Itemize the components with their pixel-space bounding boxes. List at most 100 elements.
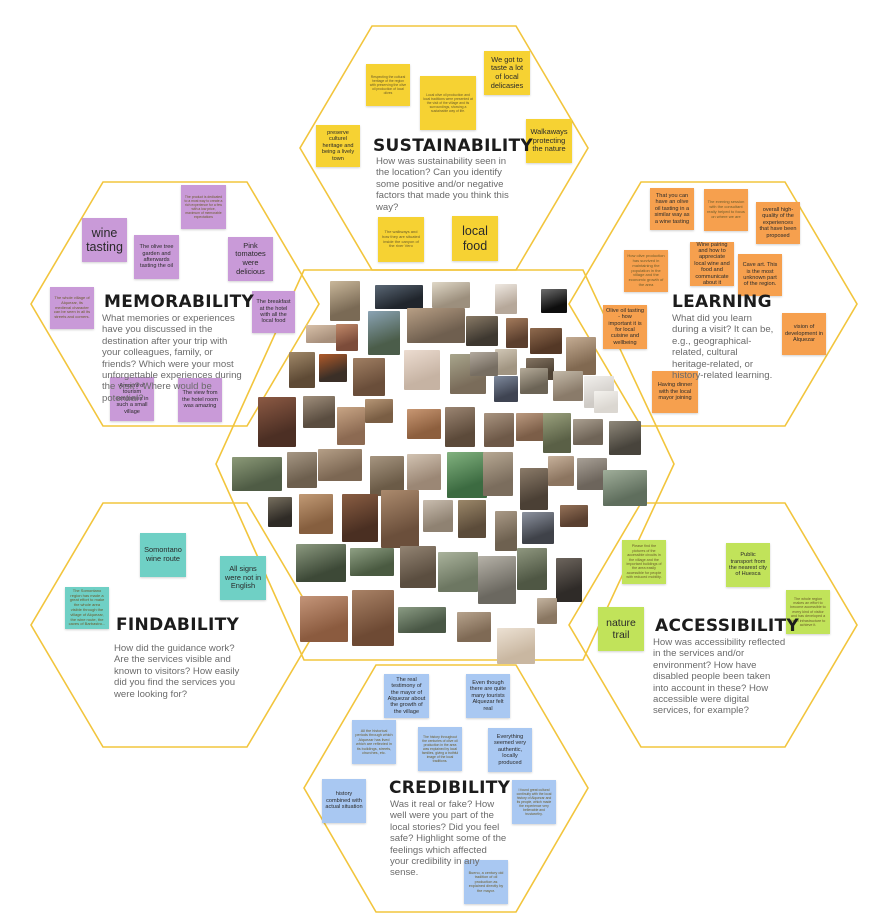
sticky-note[interactable]: The Somontano region has made a great ef… <box>65 587 109 629</box>
photo-thumbnail[interactable] <box>438 552 478 592</box>
sticky-note[interactable]: The whole village of Alquezar, its medie… <box>50 287 94 329</box>
photo-thumbnail[interactable] <box>495 284 517 314</box>
photo-thumbnail[interactable] <box>516 413 544 441</box>
photo-thumbnail[interactable] <box>319 354 347 382</box>
sticky-note[interactable]: preserve culturel heritage and being a l… <box>316 125 360 167</box>
photo-thumbnail[interactable] <box>520 468 548 510</box>
sticky-note[interactable]: The evening session with the consultant … <box>704 189 748 231</box>
sticky-note[interactable]: The walkways and how they are situated i… <box>378 217 424 262</box>
photo-thumbnail[interactable] <box>520 368 548 394</box>
photo-thumbnail[interactable] <box>337 407 365 445</box>
sticky-note[interactable]: Somontano wine route <box>140 533 186 577</box>
photo-thumbnail[interactable] <box>432 282 470 308</box>
photo-thumbnail[interactable] <box>350 548 394 576</box>
photo-thumbnail[interactable] <box>407 308 465 343</box>
photo-thumbnail[interactable] <box>495 349 517 375</box>
photo-thumbnail[interactable] <box>497 628 535 664</box>
sticky-note[interactable]: nature trail <box>598 607 644 651</box>
sticky-note[interactable]: The breakfast at the hotel with all the … <box>252 291 295 333</box>
photo-thumbnail[interactable] <box>423 500 453 532</box>
sticky-note[interactable]: wine tasting <box>82 218 127 262</box>
sticky-note[interactable]: That you can have an olive oil tasting i… <box>650 188 694 230</box>
photo-thumbnail[interactable] <box>365 399 393 423</box>
photo-thumbnail[interactable] <box>330 281 360 321</box>
photo-thumbnail[interactable] <box>232 457 282 491</box>
sticky-note[interactable]: The real testimony of the mayor of Alque… <box>384 674 429 718</box>
photo-thumbnail[interactable] <box>400 546 436 588</box>
photo-thumbnail[interactable] <box>445 407 475 447</box>
sticky-note[interactable]: Even though there are quite many tourist… <box>466 674 510 718</box>
photo-thumbnail[interactable] <box>506 318 528 348</box>
photo-thumbnail[interactable] <box>517 548 547 590</box>
sticky-note[interactable]: The view from the hotel room was amazing <box>178 378 222 422</box>
photo-thumbnail[interactable] <box>573 419 603 445</box>
photo-thumbnail[interactable] <box>342 494 378 542</box>
sticky-note[interactable]: overall high-quality of the experiences … <box>756 202 800 244</box>
photo-thumbnail[interactable] <box>594 391 618 413</box>
sticky-note[interactable]: Respecting the cultural heritage of the … <box>366 64 410 106</box>
photo-thumbnail[interactable] <box>407 454 441 490</box>
sticky-note[interactable]: Local olive oil production and local tra… <box>420 76 476 130</box>
photo-thumbnail[interactable] <box>577 458 607 490</box>
photo-thumbnail[interactable] <box>353 358 385 396</box>
sticky-note[interactable]: Cave art. This is the most unknown part … <box>738 254 782 296</box>
sticky-note[interactable]: Bueno, a century old tradition of oil pr… <box>464 860 508 904</box>
sticky-note[interactable]: Amount of tourism companies in such a sm… <box>110 377 154 421</box>
sticky-note[interactable]: How olive production has survived in mai… <box>624 250 668 292</box>
photo-thumbnail[interactable] <box>375 285 423 309</box>
photo-thumbnail[interactable] <box>336 324 358 351</box>
photo-thumbnail[interactable] <box>287 452 317 488</box>
photo-thumbnail[interactable] <box>381 490 419 548</box>
sticky-note[interactable]: vision of development in Alquezar <box>782 313 826 355</box>
sticky-note[interactable]: We got to taste a lot of local delicasie… <box>484 51 530 95</box>
sticky-note[interactable]: Public transport from the nearest city o… <box>726 543 770 587</box>
sticky-note[interactable]: Everything seemed very authentic, locall… <box>488 728 532 772</box>
photo-thumbnail[interactable] <box>548 456 574 486</box>
photo-thumbnail[interactable] <box>470 352 498 376</box>
sticky-note[interactable]: Having dinner with the local mayor joini… <box>652 371 698 413</box>
photo-thumbnail[interactable] <box>494 376 518 402</box>
photo-thumbnail[interactable] <box>478 556 516 604</box>
photo-thumbnail[interactable] <box>553 371 583 401</box>
sticky-note[interactable]: history combined with actual situation <box>322 779 366 823</box>
photo-thumbnail[interactable] <box>495 511 517 551</box>
sticky-note[interactable]: The whole region makes an effort to beco… <box>786 590 830 634</box>
sticky-note[interactable]: Pink tomatoes were delicious <box>228 237 273 281</box>
photo-thumbnail[interactable] <box>352 590 394 646</box>
sticky-note[interactable]: The olive tree garden and afterwards tas… <box>134 235 179 279</box>
photo-thumbnail[interactable] <box>522 512 554 544</box>
photo-thumbnail[interactable] <box>566 337 596 375</box>
sticky-note[interactable]: All signs were not in English <box>220 556 266 600</box>
photo-thumbnail[interactable] <box>318 449 362 481</box>
photo-thumbnail[interactable] <box>609 421 641 455</box>
photo-thumbnail[interactable] <box>541 289 567 313</box>
photo-thumbnail[interactable] <box>296 544 346 582</box>
sticky-note[interactable]: Olive oil tasting - how important it is … <box>603 305 647 349</box>
photo-thumbnail[interactable] <box>268 497 292 527</box>
photo-thumbnail[interactable] <box>556 558 582 602</box>
sticky-note[interactable]: The product is dedicated to a most way t… <box>181 185 226 229</box>
photo-thumbnail[interactable] <box>458 500 486 538</box>
photo-thumbnail[interactable] <box>543 413 571 453</box>
photo-thumbnail[interactable] <box>258 397 296 447</box>
photo-thumbnail[interactable] <box>398 607 446 633</box>
photo-thumbnail[interactable] <box>603 470 647 506</box>
photo-thumbnail[interactable] <box>484 413 514 447</box>
photo-thumbnail[interactable] <box>303 396 335 428</box>
photo-thumbnail[interactable] <box>530 328 562 354</box>
photo-thumbnail[interactable] <box>447 452 487 498</box>
photo-thumbnail[interactable] <box>466 316 498 346</box>
photo-thumbnail[interactable] <box>537 598 557 624</box>
sticky-note[interactable]: local food <box>452 216 498 261</box>
sticky-note[interactable]: Please find the pictures of the accessib… <box>622 540 666 584</box>
sticky-note[interactable]: Walkaways protecting the nature <box>526 119 572 163</box>
sticky-note[interactable]: The history throughout the centuries of … <box>418 727 462 771</box>
photo-thumbnail[interactable] <box>299 494 333 534</box>
photo-thumbnail[interactable] <box>404 350 440 390</box>
photo-thumbnail[interactable] <box>300 596 348 642</box>
sticky-note[interactable]: I found great cultural continuity with t… <box>512 780 556 824</box>
photo-thumbnail[interactable] <box>407 409 441 439</box>
sticky-note[interactable]: Wine pairing and how to appreciate local… <box>690 242 734 286</box>
photo-thumbnail[interactable] <box>483 452 513 496</box>
photo-thumbnail[interactable] <box>368 311 400 355</box>
